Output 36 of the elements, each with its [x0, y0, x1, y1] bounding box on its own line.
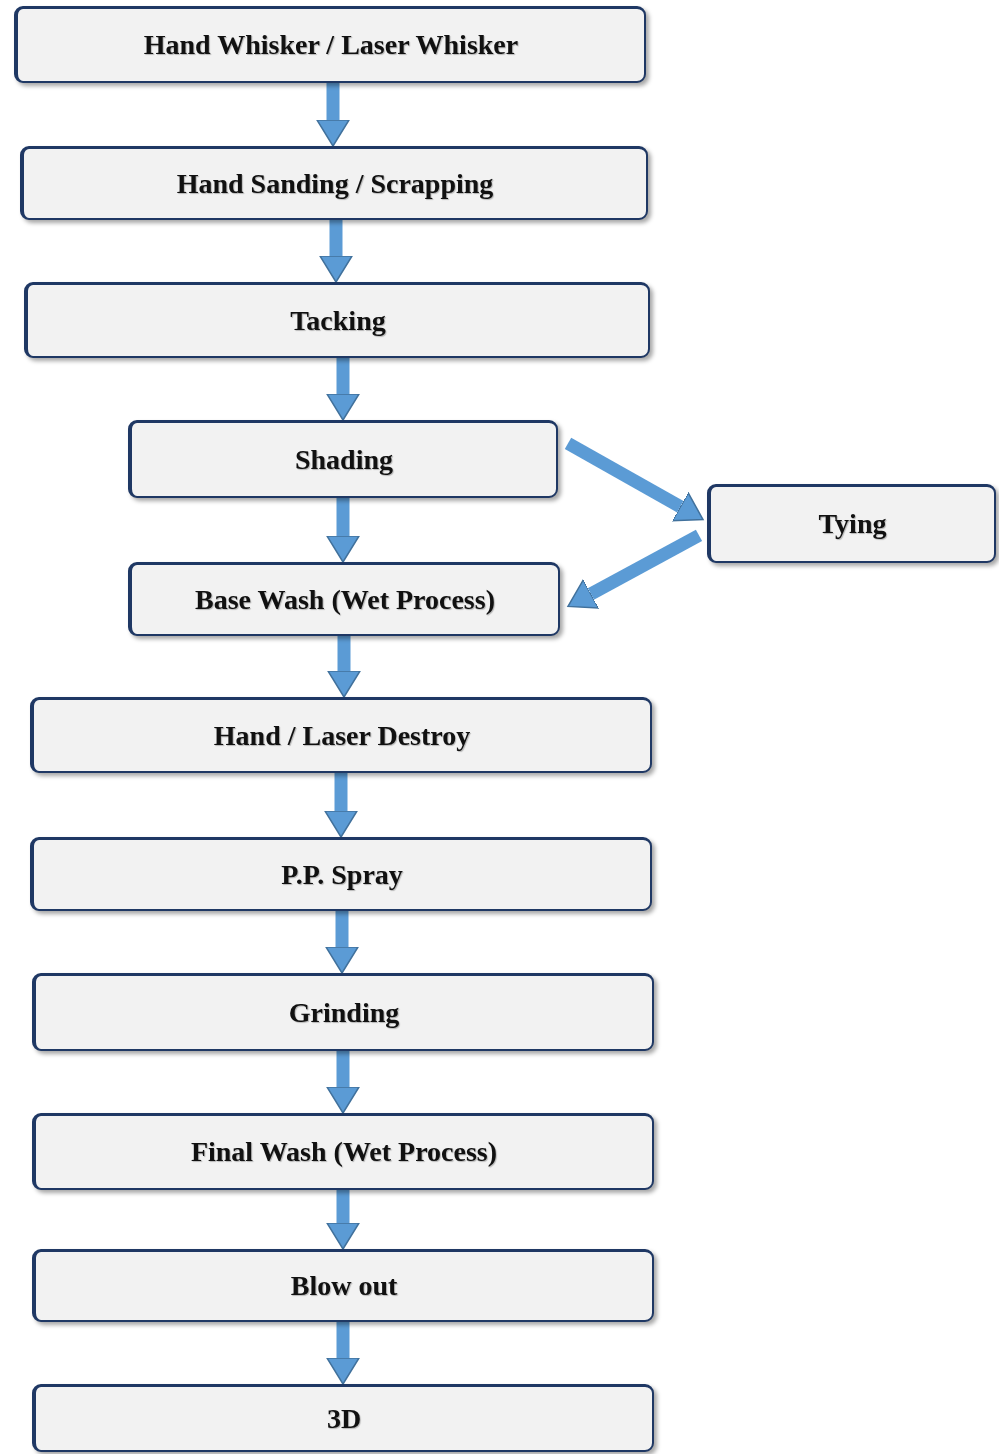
step-label: Hand / Laser Destroy: [213, 719, 471, 752]
block-arrow: [326, 1051, 360, 1114]
step-label: Shading: [294, 443, 394, 476]
block-arrow: [324, 773, 358, 838]
block-arrow: [567, 529, 703, 609]
step-label: Blow out: [290, 1270, 398, 1302]
block-arrow: [326, 498, 360, 563]
process-box: [32, 1113, 654, 1190]
step-label: Tying: [818, 508, 887, 540]
process-box: [32, 973, 654, 1051]
process-box: [30, 837, 652, 911]
block-arrow: [325, 911, 359, 974]
step-label: Final Wash (Wet Process): [190, 1136, 498, 1168]
process-box: [20, 146, 648, 220]
step-label: Hand Sanding / Scrapping: [176, 167, 494, 200]
process-box: [32, 1249, 654, 1322]
step-label: Grinding: [288, 996, 400, 1029]
block-arrow: [316, 83, 350, 147]
process-box: [128, 420, 558, 498]
block-arrow: [327, 636, 361, 698]
step-label: P.P. Spray: [281, 858, 403, 891]
block-arrow: [564, 437, 704, 522]
process-box: [30, 697, 652, 773]
process-box: [128, 562, 560, 636]
step-label: Hand Whisker / Laser Whisker: [143, 29, 519, 61]
block-arrow: [319, 220, 353, 283]
process-box: [707, 484, 996, 563]
step-label: Tacking: [290, 304, 386, 337]
process-box: [14, 6, 646, 83]
block-arrow: [326, 358, 360, 421]
process-box: [32, 1384, 654, 1452]
step-label: Base Wash (Wet Process): [195, 583, 495, 616]
block-arrow: [326, 1190, 360, 1250]
process-box: [24, 282, 650, 358]
step-label: 3D: [326, 1402, 362, 1435]
block-arrow: [326, 1322, 360, 1385]
